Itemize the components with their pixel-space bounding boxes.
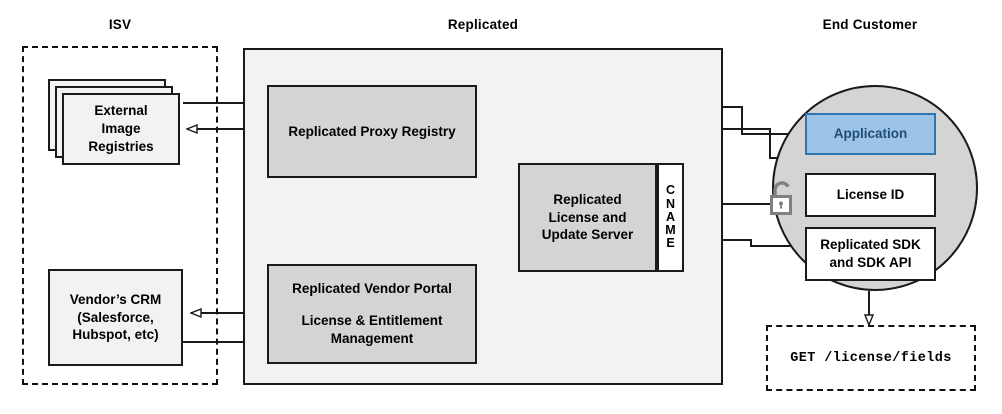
vendors-crm-line3: Hubspot, etc) (72, 327, 159, 343)
vendor-portal-line2: License & Entitlement (301, 312, 443, 328)
application-label: Application (833, 126, 908, 142)
cname-letter-e: E (666, 236, 675, 251)
external-image-registries-line2: Image (101, 121, 141, 137)
replicated-sdk[interactable]: Replicated SDK and SDK API (805, 227, 936, 281)
replicated-proxy-registry[interactable]: Replicated Proxy Registry (267, 85, 477, 178)
cname-letter-n: N (665, 196, 676, 211)
license-update-server-line2: License and (548, 209, 627, 225)
zone-title-end-customer: End Customer (822, 17, 918, 32)
license-update-server-line1: Replicated (553, 191, 622, 207)
replicated-license-update-server[interactable]: Replicated License and Update Server (518, 163, 657, 272)
replicated-sdk-line2: and SDK API (829, 255, 912, 270)
application[interactable]: Application (805, 113, 936, 155)
zone-title-replicated: Replicated (447, 17, 519, 32)
api-request-box[interactable]: GET /license/fields (766, 325, 976, 391)
replicated-vendor-portal[interactable]: Replicated Vendor Portal License & Entit… (267, 264, 477, 364)
cname-tab[interactable]: C N A M E (657, 163, 684, 272)
vendors-crm[interactable]: Vendor’s CRM (Salesforce, Hubspot, etc) (48, 269, 183, 366)
vendors-crm-line1: Vendor’s CRM (69, 291, 162, 307)
cname-letter-c: C (665, 183, 676, 198)
edge-sdk-to-cname (697, 240, 800, 247)
vendors-crm-line2: (Salesforce, (77, 309, 154, 325)
license-id-label: License ID (836, 187, 905, 203)
license-update-server-line3: Update Server (541, 227, 634, 243)
external-image-registries-line3: Registries (88, 138, 154, 154)
vendor-portal-line1: Replicated Vendor Portal (292, 281, 452, 296)
api-request-label: GET /license/fields (790, 350, 952, 366)
unlock-icon (770, 181, 792, 215)
cname-letter-a: A (665, 209, 676, 224)
external-image-registries[interactable]: External Image Registries (62, 93, 180, 165)
zone-isv (22, 46, 218, 385)
zone-title-isv: ISV (108, 17, 132, 32)
replicated-proxy-registry-label: Replicated Proxy Registry (288, 123, 456, 139)
cname-letter-m: M (665, 223, 676, 238)
external-image-registries-line1: External (94, 103, 148, 119)
license-id[interactable]: License ID (805, 173, 936, 217)
vendor-portal-line3: Management (330, 330, 414, 346)
replicated-sdk-line1: Replicated SDK (820, 237, 921, 253)
